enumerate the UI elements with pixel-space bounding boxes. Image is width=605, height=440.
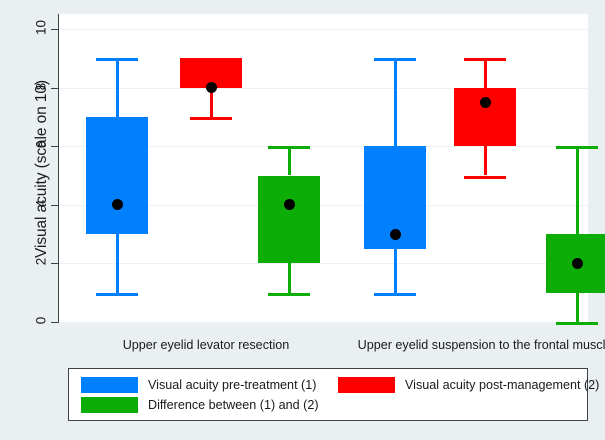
- x-axis-group-label: Upper eyelid suspension to the frontal m…: [357, 338, 605, 352]
- median-marker: [389, 228, 401, 240]
- median-marker: [111, 199, 123, 211]
- legend-color-swatch: [81, 377, 138, 393]
- y-tick-label: 2: [33, 258, 49, 266]
- whisker-lower-cap: [268, 292, 310, 296]
- whisker-lower-stem: [575, 292, 579, 322]
- legend-item[interactable]: Difference between (1) and (2): [81, 397, 319, 413]
- whisker-upper-cap: [374, 58, 416, 62]
- legend-color-swatch: [338, 377, 395, 393]
- y-tick-label: 8: [33, 82, 49, 90]
- y-tick-mark: [51, 204, 58, 206]
- whisker-lower-stem: [209, 87, 213, 117]
- y-tick-label: 10: [33, 19, 49, 36]
- y-axis-title: Visual acuity (scale on 10): [33, 80, 50, 258]
- whisker-upper-cap: [464, 58, 506, 62]
- legend-label: Difference between (1) and (2): [148, 398, 319, 412]
- y-tick-label: 0: [33, 316, 49, 325]
- legend-item[interactable]: Visual acuity pre-treatment (1): [81, 377, 316, 393]
- box-plot-item[interactable]: [59, 14, 605, 325]
- y-tick-mark: [51, 87, 58, 89]
- whisker-upper-stem: [115, 58, 119, 117]
- whisker-lower-cap: [464, 175, 506, 179]
- whisker-lower-cap: [190, 116, 232, 120]
- legend-color-swatch: [81, 397, 138, 413]
- box-plot-item[interactable]: [59, 14, 588, 322]
- whisker-lower-stem: [483, 146, 487, 176]
- legend: Visual acuity pre-treatment (1) Visual ac…: [68, 368, 599, 421]
- whisker-upper-cap: [96, 58, 138, 62]
- y-tick-mark: [51, 146, 58, 148]
- y-tick-mark: [51, 263, 58, 265]
- plot-area: [58, 14, 605, 325]
- box-plot-item[interactable]: [59, 14, 588, 322]
- whisker-lower-cap: [374, 292, 416, 296]
- gridline: [59, 146, 588, 148]
- box-plot-item[interactable]: [59, 14, 588, 322]
- median-marker: [571, 257, 583, 269]
- whisker-upper-stem: [287, 146, 291, 176]
- whisker-upper-stem: [575, 146, 579, 235]
- whisker-lower-cap: [556, 322, 598, 325]
- box-iqr-rect: [86, 116, 148, 235]
- gridline: [59, 87, 588, 89]
- whisker-upper-stem: [483, 58, 487, 88]
- median-marker: [205, 82, 217, 94]
- whisker-upper-stem: [393, 58, 397, 147]
- y-tick-mark: [51, 29, 58, 30]
- box-iqr-rect: [258, 175, 320, 264]
- box-plot-item[interactable]: [59, 14, 588, 322]
- gridline: [59, 29, 588, 30]
- y-tick-label: 6: [33, 140, 49, 149]
- whisker-upper-cap: [268, 146, 310, 150]
- whisker-lower-stem: [115, 234, 119, 293]
- median-marker: [479, 96, 491, 108]
- box-plot-item[interactable]: [59, 14, 588, 322]
- whisker-lower-cap: [96, 292, 138, 296]
- legend-item[interactable]: Visual acuity post-management (2): [338, 377, 599, 393]
- y-tick-label: 4: [33, 199, 49, 208]
- gridline: [59, 263, 588, 265]
- gridline: [59, 322, 588, 323]
- whisker-upper-cap: [556, 146, 598, 150]
- x-axis-group-label: Upper eyelid levator resection: [122, 338, 290, 352]
- legend-label: Visual acuity pre-treatment (1): [148, 378, 317, 392]
- legend-label: Visual acuity post-management (2): [405, 378, 600, 392]
- whisker-lower-stem: [287, 263, 291, 293]
- gridline: [59, 204, 588, 206]
- y-tick-mark: [51, 322, 58, 323]
- median-marker: [283, 199, 295, 211]
- whisker-lower-stem: [393, 248, 397, 293]
